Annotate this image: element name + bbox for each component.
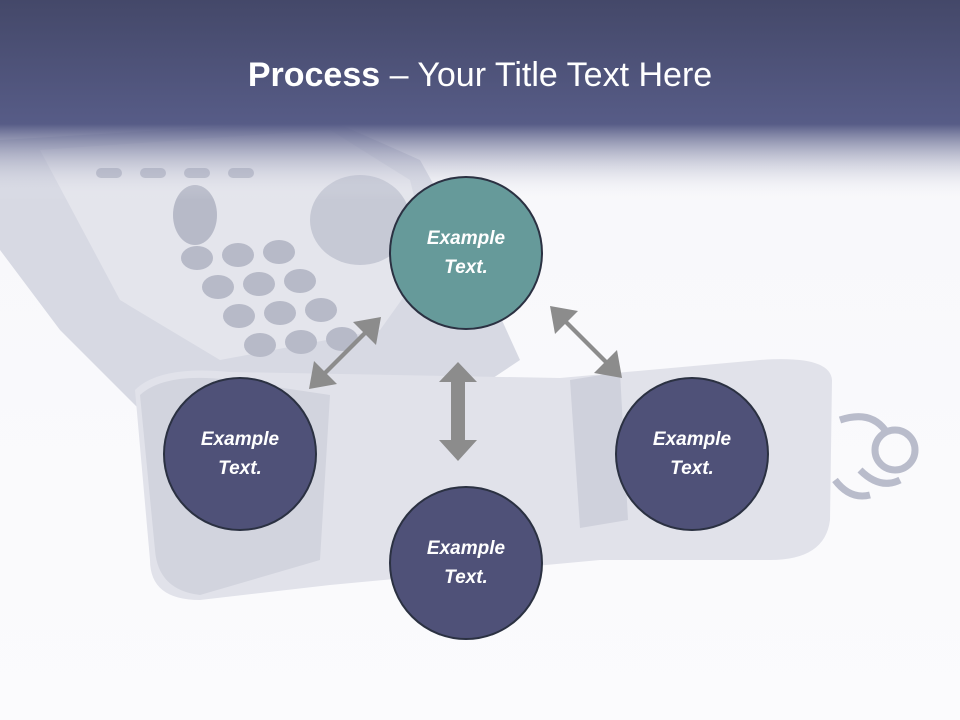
node-right-label: Example Text. bbox=[652, 429, 732, 479]
double-arrow-top-right-icon bbox=[550, 306, 622, 378]
process-node-bottom[interactable]: Example Text. bbox=[389, 486, 543, 640]
process-node-right[interactable]: Example Text. bbox=[615, 377, 769, 531]
node-bottom-label: Example Text. bbox=[426, 538, 506, 588]
node-left-label: Example Text. bbox=[200, 429, 280, 479]
node-top-label: Example Text. bbox=[426, 228, 506, 278]
double-arrow-left-top-icon bbox=[309, 317, 381, 389]
process-node-left[interactable]: Example Text. bbox=[163, 377, 317, 531]
title-text: – Your Title Text Here bbox=[380, 56, 713, 94]
double-arrow-vertical-icon bbox=[439, 362, 477, 461]
title-bold-word: Process bbox=[247, 56, 381, 94]
process-node-top[interactable]: Example Text. bbox=[389, 176, 543, 330]
slide-title: Process – Your Title Text Here bbox=[0, 52, 960, 98]
